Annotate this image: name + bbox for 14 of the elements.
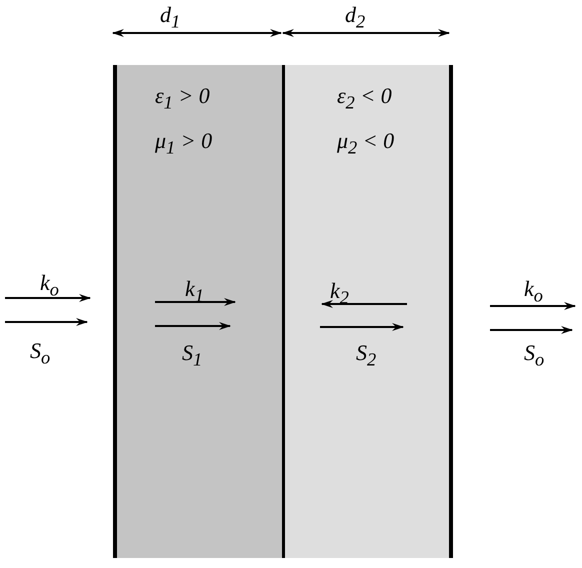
vector-label: S$_{o}$ [30,340,50,367]
vector-label: k$_{o}$ [40,272,59,299]
dimension-label: d$_{1}$ [160,4,180,31]
vector-label: k$_{o}$ [524,278,543,305]
vector-label: S$_{2}$ [356,342,376,369]
medium-layer [113,65,282,558]
material-condition: μ$_{2}$ < 0 [337,130,394,157]
material-condition: ε$_{2}$ < 0 [337,85,392,112]
medium-layer [282,65,453,558]
dimension-label: d$_{2}$ [345,4,366,31]
material-condition: μ$_{1}$ > 0 [155,130,212,157]
vector-label: S$_{1}$ [182,342,202,369]
material-condition: ε$_{1}$ > 0 [155,85,210,112]
vector-label: S$_{o}$ [524,342,544,369]
